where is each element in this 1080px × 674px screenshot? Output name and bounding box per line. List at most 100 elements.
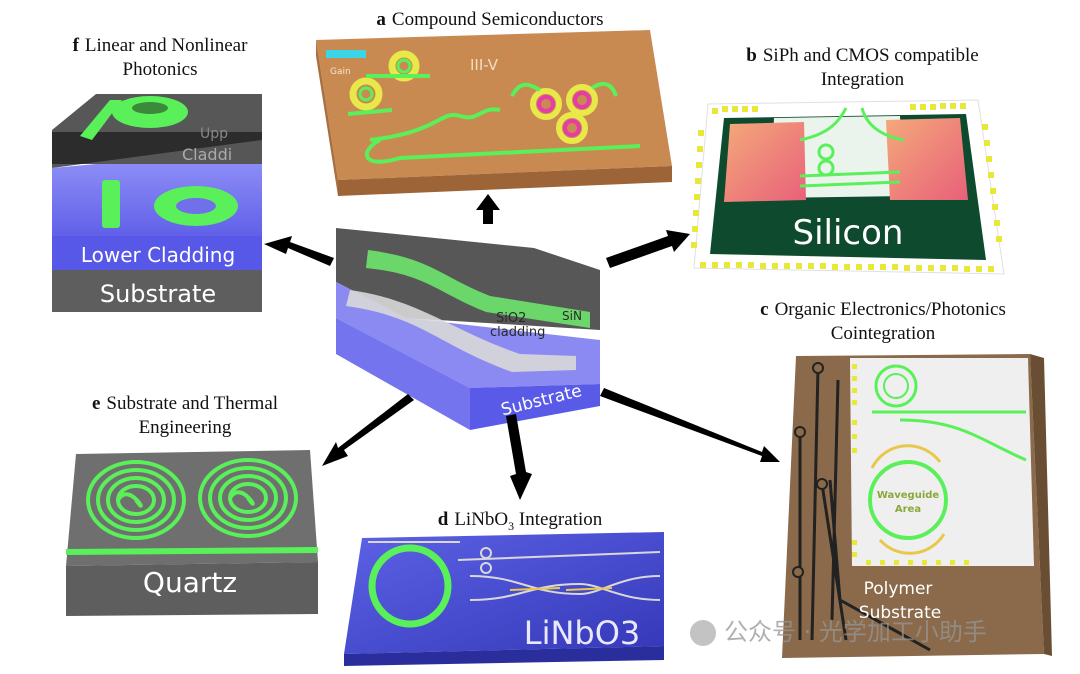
silicon-label: Silicon [793,213,904,253]
wechat-icon [690,620,716,646]
arrow-to-d [506,414,532,500]
sio2-label: SiO2 [496,311,526,326]
waveguide [347,74,641,164]
waveguide-area-label: Area [895,504,921,515]
electrode-arc [870,444,946,555]
iii-v-chip-left [316,40,338,196]
center-substrate-front [470,384,600,430]
caption-line: Integration [820,69,905,90]
caption-text: Integration [514,509,603,530]
arrow-to-c [600,388,780,462]
ring-resonator [480,562,492,574]
contact-pad [812,362,824,374]
waveguide-ring [868,460,948,540]
caption-letter: e [91,393,101,414]
panel-e-substrate-thermal: Quartz [65,450,319,616]
waveguide-area-label: Waveguide [877,490,940,501]
heater-left [724,122,806,202]
waveguide [872,410,1027,462]
watermark: 公众号 · 光学加工小助手 [690,612,987,647]
caption-letter: f [72,35,79,56]
caption-letter: b [746,45,757,66]
quartz-label: Quartz [143,566,237,599]
caption-text: LiNbO [454,509,509,530]
contact-pad [816,478,828,490]
sio2-waveguide [346,290,576,372]
waveguide-area [850,358,1034,566]
iii-v-chip-top [316,30,672,180]
quartz-front [66,562,318,616]
ring-resonator [566,84,598,116]
bus-waveguide-top [80,100,122,140]
gain-label: Gain [330,67,351,77]
ring-resonator [563,119,581,137]
polymer-side [1030,354,1052,656]
sin-label: SiN [562,309,582,323]
watermark-text: 公众号 · 光学加工小助手 [724,618,987,646]
ring-resonator [349,77,383,111]
ring-resonator [817,143,835,161]
caption-text: Organic Electronics/Photonics [774,299,1006,320]
ring-resonator [556,112,588,144]
ring-resonator [358,86,374,102]
ring-resonator [817,159,835,177]
caption-text: Compound Semiconductors [391,9,604,30]
linbo3-label: LiNbO3 [524,614,641,652]
linbo3-side [344,646,664,666]
bond-pads [691,103,1002,272]
substrate-block [52,270,262,312]
bus-waveguide [102,180,120,228]
caption-line: Photonics [122,59,198,80]
center-sin-waveguide: SiO2 cladding SiN Substrate [336,228,600,430]
iii-v-chip-side [338,166,672,196]
electrode [509,587,613,591]
caption-letter: d [437,509,449,530]
iii-v-label: III-V [470,56,499,74]
arrow-to-f [264,236,334,266]
spiral-waveguide [65,458,319,555]
ring-resonator [368,544,452,628]
ring-resonator [874,364,918,408]
panel-d-linbo3: LiNbO3 [344,532,664,666]
arrow-to-a [476,194,500,224]
heater-right [886,118,968,200]
waveguide [510,81,618,97]
upper-label: Upp [200,126,228,142]
panel-c-organic: Waveguide Area Polymer Substrate [782,354,1052,658]
ring-resonator [480,547,492,559]
polymer-substrate-label: Substrate [859,603,941,623]
gain-section [326,50,366,58]
bond-pads [852,364,969,565]
ring-resonator [573,91,591,109]
panel-f-linear-nonlinear: Upp Claddi Lower Cladding Substrate [52,94,262,312]
caption-line: Engineering [138,417,232,438]
lower-cladding-label: Lower Cladding [81,243,235,267]
ring-waveguide-top [132,102,168,114]
polymer-label: Polymer [864,579,933,599]
caption-letter: c [760,299,769,320]
caption-text: Substrate and Thermal [106,393,279,414]
caption-subscript: 3 [508,518,515,533]
electrode-track [798,367,931,652]
arrow-to-e [322,394,414,466]
caption-text: Linear and Nonlinear [84,35,248,56]
lower-cladding-front [52,236,262,270]
ring-resonator [530,88,562,120]
contact-pad [794,426,806,438]
ring-resonator [537,95,555,113]
caption-line: Cointegration [830,323,936,344]
ring-waveguide [176,198,216,214]
panel-a-compound-semiconductors: Gain III-V [316,30,672,196]
caption-text: SiPh and CMOS compatible [762,45,979,66]
arrows [264,194,780,500]
